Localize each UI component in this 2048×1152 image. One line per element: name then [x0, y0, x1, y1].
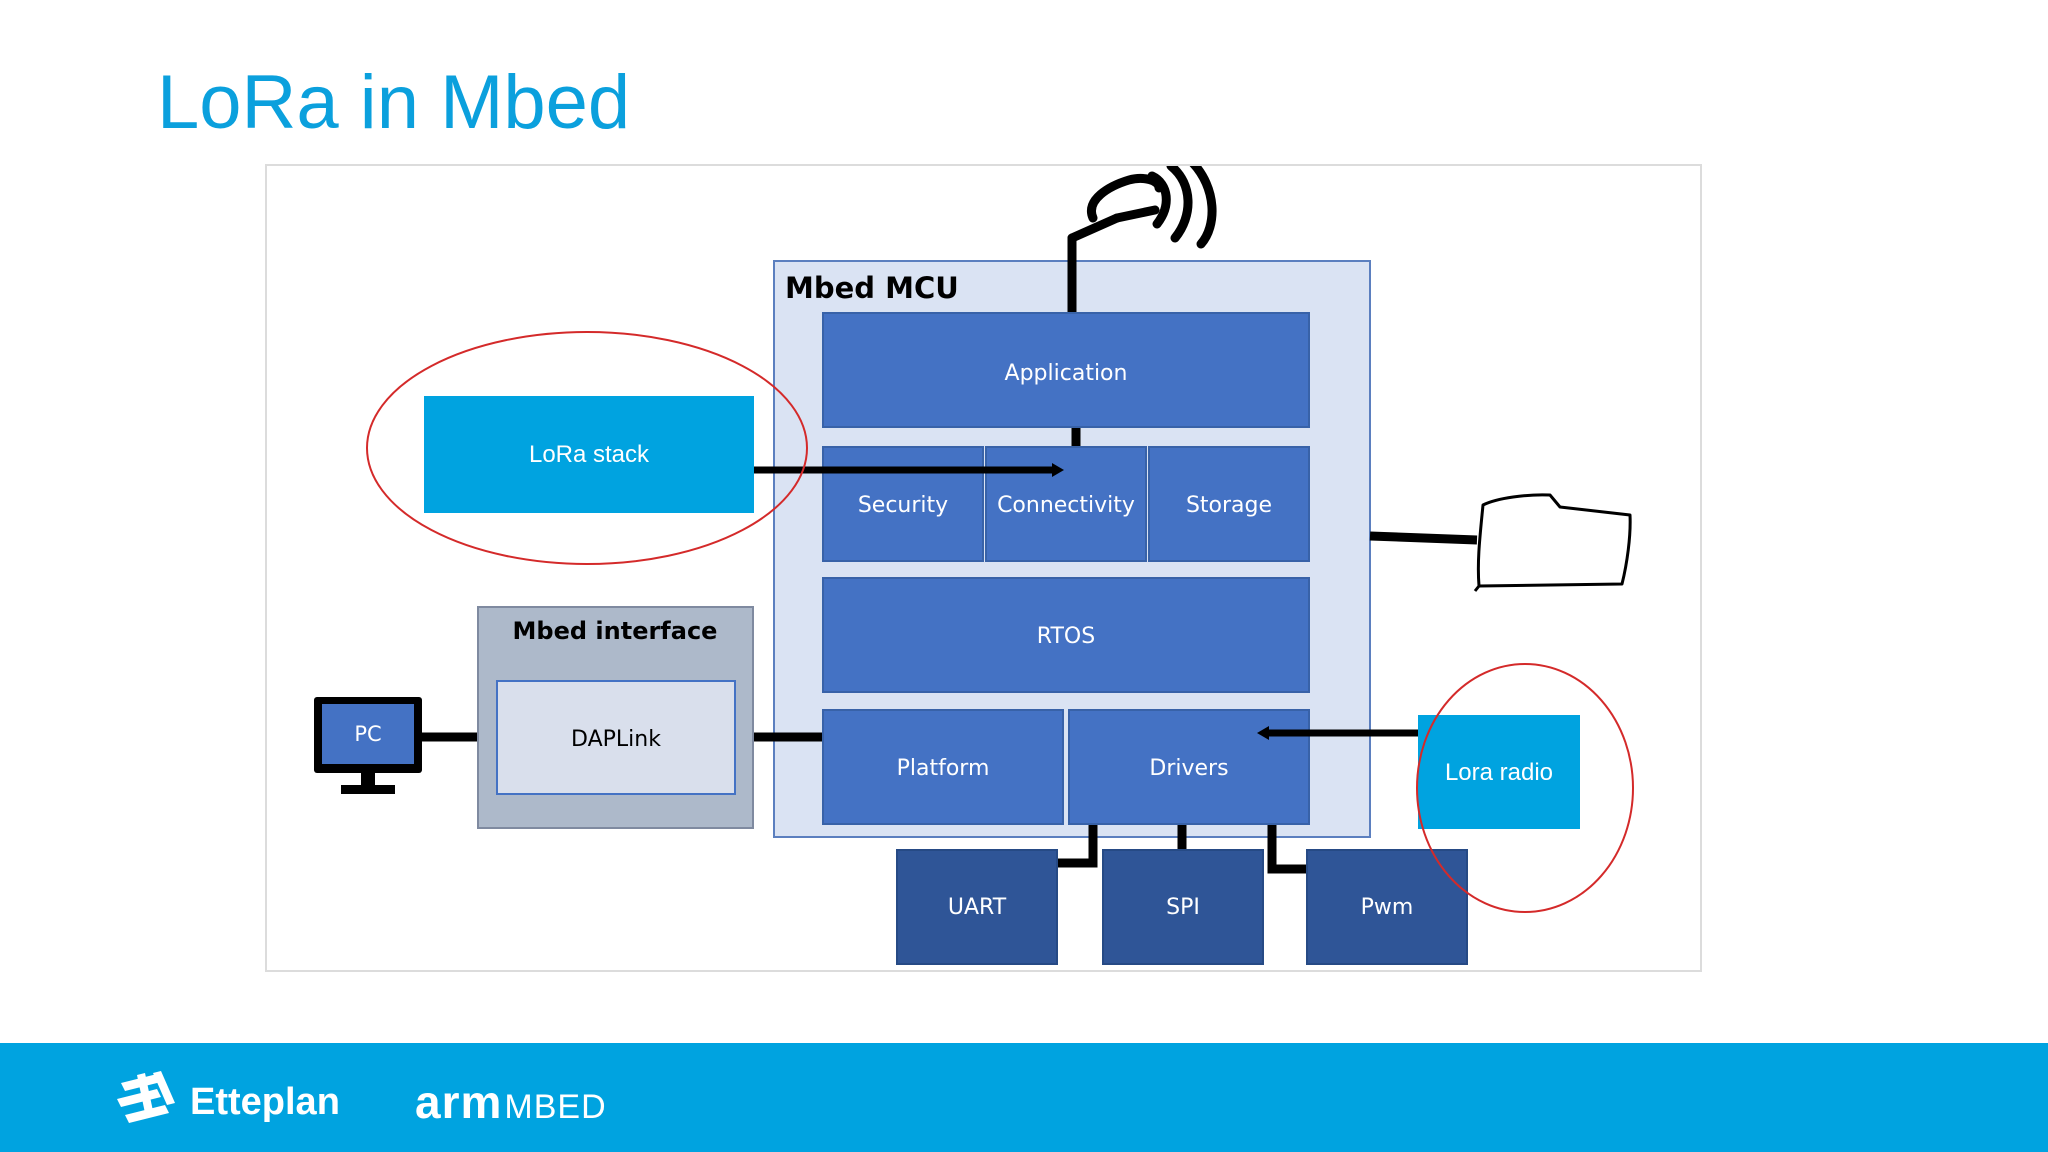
mcu-title: Mbed MCU: [785, 271, 959, 305]
uart-label: UART: [948, 895, 1007, 920]
lora-stack-label: LoRa stack: [529, 441, 650, 468]
antenna-icon: [1067, 166, 1217, 319]
daplink-block: [496, 680, 736, 795]
rtos-label: RTOS: [1037, 624, 1095, 649]
slide-title: LoRa in Mbed: [157, 60, 631, 145]
security-block: [822, 446, 984, 562]
platform-label: Platform: [897, 756, 990, 781]
spi-block: [1102, 849, 1264, 965]
spi-label: SPI: [1166, 895, 1200, 920]
pc-label: PC: [354, 722, 381, 746]
lora-radio-arrow: [1257, 726, 1418, 740]
connectivity-label: Connectivity: [997, 493, 1135, 518]
folder-icon: [1473, 493, 1632, 592]
lora-radio-highlight-ring: [1416, 663, 1634, 913]
architecture-diagram: Mbed MCU Application: [265, 164, 1702, 972]
storage-block: [1148, 446, 1310, 562]
application-label: Application: [1005, 361, 1128, 386]
mbed-wordmark: MBED: [504, 1088, 607, 1126]
connectivity-block: [985, 446, 1147, 562]
lora-stack-highlight-ring: [366, 331, 808, 565]
drivers-label: Drivers: [1149, 756, 1228, 781]
security-label: Security: [858, 493, 948, 518]
lora-radio-label: Lora radio: [1445, 759, 1553, 786]
arm-wordmark: arm: [415, 1076, 503, 1128]
etteplan-logo: Etteplan: [115, 1071, 375, 1131]
uart-block: [896, 849, 1058, 965]
lora-radio-block: [1418, 715, 1580, 829]
mbed-interface-title: Mbed interface: [513, 617, 718, 645]
arm-mbed-logo: armMBED: [415, 1075, 607, 1129]
etteplan-wordmark: Etteplan: [190, 1081, 340, 1123]
footer-bar: Etteplan armMBED: [0, 1043, 2048, 1152]
lora-stack-block: [424, 396, 754, 513]
platform-block: [822, 709, 1064, 825]
storage-label: Storage: [1186, 493, 1272, 518]
pwm-label: Pwm: [1361, 895, 1414, 920]
pwm-block: [1306, 849, 1468, 965]
etteplan-mark-icon: [117, 1071, 175, 1123]
daplink-label: DAPLink: [571, 727, 661, 752]
application-block: [822, 312, 1310, 428]
rtos-block: [822, 577, 1310, 693]
monitor-icon: [314, 697, 422, 794]
